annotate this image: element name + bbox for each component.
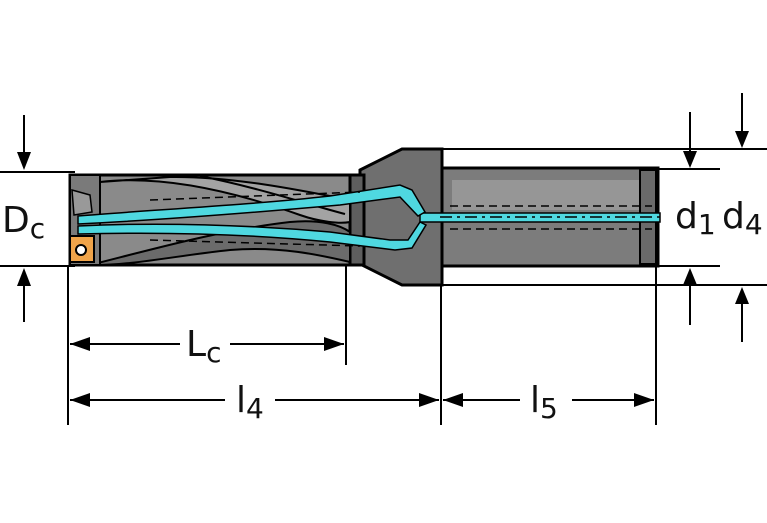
insert-screw xyxy=(75,244,87,256)
label-l4: l4 xyxy=(236,380,264,425)
coolant-channels xyxy=(77,184,661,251)
label-d1-sub: 1 xyxy=(698,208,716,241)
label-l4-main: l xyxy=(236,380,246,421)
label-dc-sub: c xyxy=(30,212,45,245)
label-l5-main: l xyxy=(530,380,540,421)
label-d4-main: d xyxy=(722,196,745,237)
label-d1-main: d xyxy=(675,196,698,237)
d1-arrow-top-head xyxy=(683,151,697,168)
hidden-line-upper xyxy=(149,191,361,201)
label-d1: d1 xyxy=(675,196,716,241)
hidden-line-lower xyxy=(149,239,361,247)
dimension-lines xyxy=(0,93,767,425)
label-lc-main: L xyxy=(186,324,206,365)
label-d4-sub: 4 xyxy=(745,208,763,241)
label-dc: Dc xyxy=(2,200,45,245)
d4-arrow-top-head xyxy=(735,131,749,148)
d1-arrow-bottom-head xyxy=(683,268,697,285)
l5-arrow-left xyxy=(443,393,463,407)
l5-arrow-right xyxy=(634,393,654,407)
insert-upper xyxy=(71,188,93,216)
d4-arrow-bottom-head xyxy=(735,287,749,304)
lc-arrow-right xyxy=(324,337,344,351)
label-lc-sub: c xyxy=(206,336,221,369)
coolant-lower xyxy=(77,221,428,251)
label-l5: l5 xyxy=(530,380,558,425)
dc-arrow-top-head xyxy=(17,152,31,170)
label-dc-main: D xyxy=(2,200,30,241)
dc-arrow-bottom-head xyxy=(17,268,31,286)
lc-arrow-left xyxy=(70,337,90,351)
label-l5-sub: 5 xyxy=(540,392,558,425)
shank-flat xyxy=(452,180,642,210)
l4-arrow-left xyxy=(70,393,90,407)
flute-line xyxy=(199,175,346,215)
label-lc: Lc xyxy=(186,324,221,369)
l4-arrow-right xyxy=(419,393,439,407)
coolant-upper xyxy=(77,184,427,225)
label-d4: d4 xyxy=(722,196,763,241)
flute-helix-1 xyxy=(99,175,351,224)
dimension-labels: Dc d1 d4 Lc l4 l5 xyxy=(2,196,763,425)
label-l4-sub: 4 xyxy=(246,392,264,425)
